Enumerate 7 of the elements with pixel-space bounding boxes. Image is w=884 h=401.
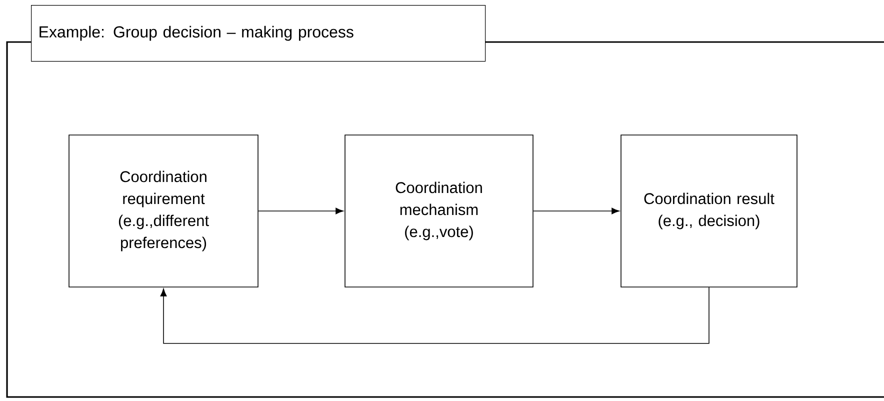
process-box: Coordination requirement (e.g.,different preferences) [68,134,258,288]
arrow [533,208,620,214]
process-box: Coordination mechanism (e.g.,vote) [344,134,534,288]
arrow [258,208,344,214]
arrow [160,287,710,344]
title-box: Example: Group decision – making process [31,5,486,62]
process-box: Coordination result (e.g., decision) [620,134,798,288]
